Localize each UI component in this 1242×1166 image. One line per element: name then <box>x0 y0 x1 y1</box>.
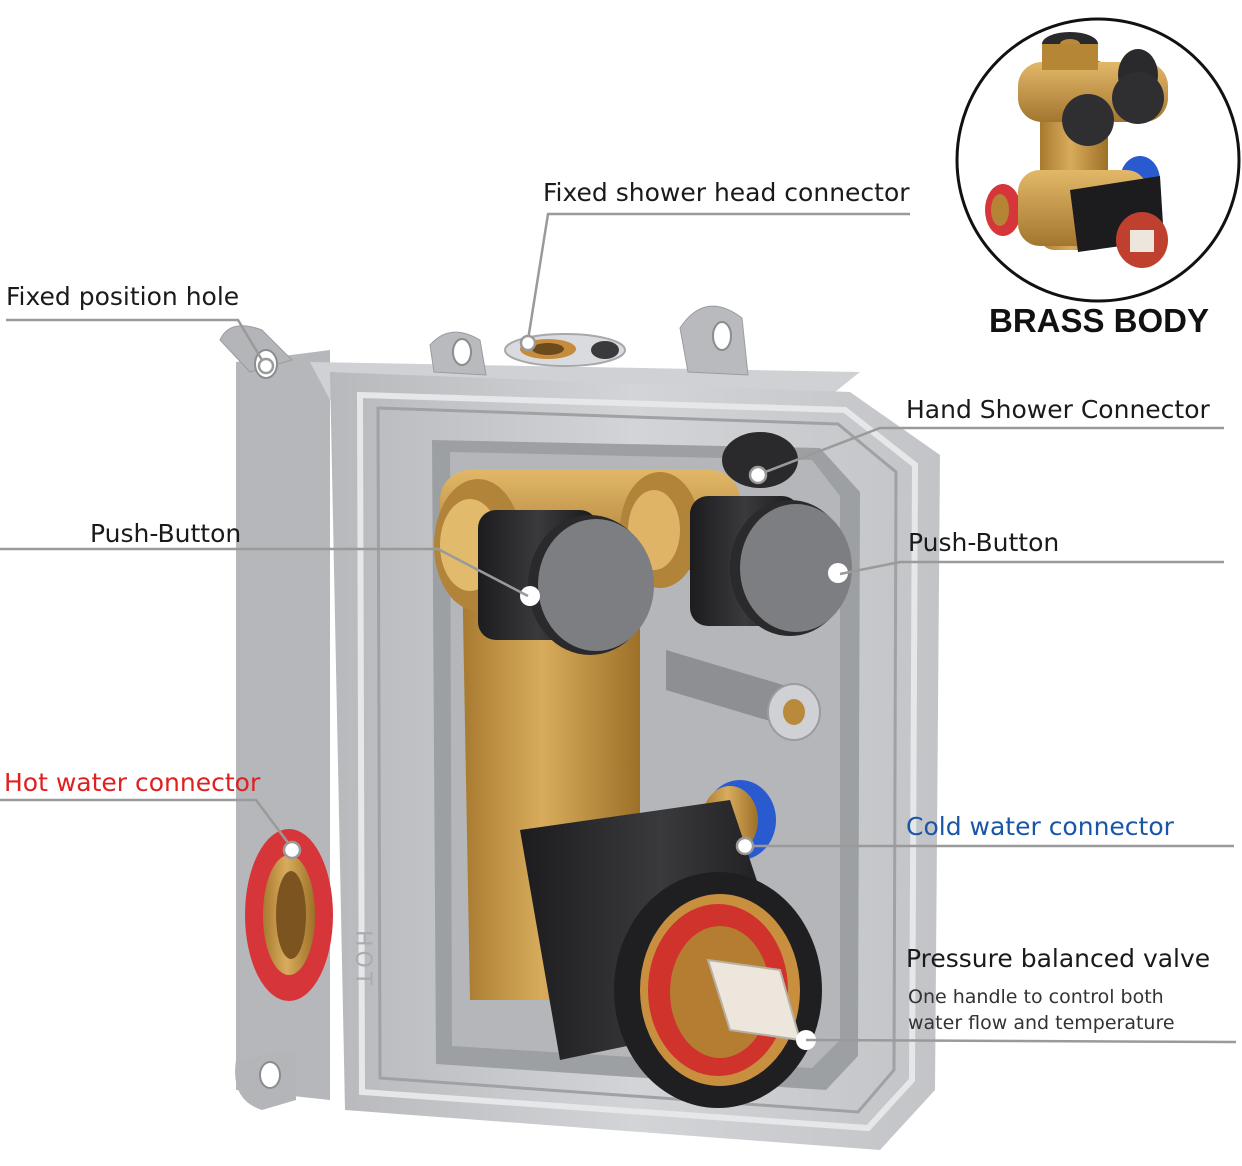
pressure-valve <box>520 800 822 1108</box>
label-pressure-valve-desc-2: water flow and temperature <box>908 1012 1175 1034</box>
label-fixed-shower-head: Fixed shower head connector <box>543 178 910 207</box>
leader-fixed-position-hole <box>6 318 267 366</box>
label-push-button-right: Push-Button <box>908 528 1060 557</box>
hand-shower-port <box>722 432 798 488</box>
push-button-right <box>690 496 852 636</box>
brass-body-title: BRASS BODY <box>988 302 1210 339</box>
label-pressure-valve: Pressure balanced valve <box>906 944 1211 973</box>
hot-embossed-text: HOT <box>350 930 375 989</box>
leader-pressure-valve <box>805 1038 1237 1044</box>
leader-lines <box>0 212 1237 1044</box>
label-pressure-valve-desc-1: One handle to control both <box>908 986 1164 1008</box>
leader-push-button-right <box>839 560 1224 576</box>
mounting-stud <box>666 650 821 741</box>
leader-fixed-shower-head <box>526 212 910 341</box>
brass-body-inset <box>955 17 1241 303</box>
label-hot-water: Hot water connector <box>4 768 261 797</box>
push-button-left <box>478 510 654 655</box>
leader-push-button-left <box>0 547 529 598</box>
label-cold-water: Cold water connector <box>906 812 1174 841</box>
leader-hot-water <box>0 798 293 849</box>
label-fixed-position-hole: Fixed position hole <box>6 282 240 311</box>
label-hand-shower: Hand Shower Connector <box>906 395 1210 424</box>
leader-hand-shower <box>759 426 1224 476</box>
label-push-button-left: Push-Button <box>90 519 242 548</box>
